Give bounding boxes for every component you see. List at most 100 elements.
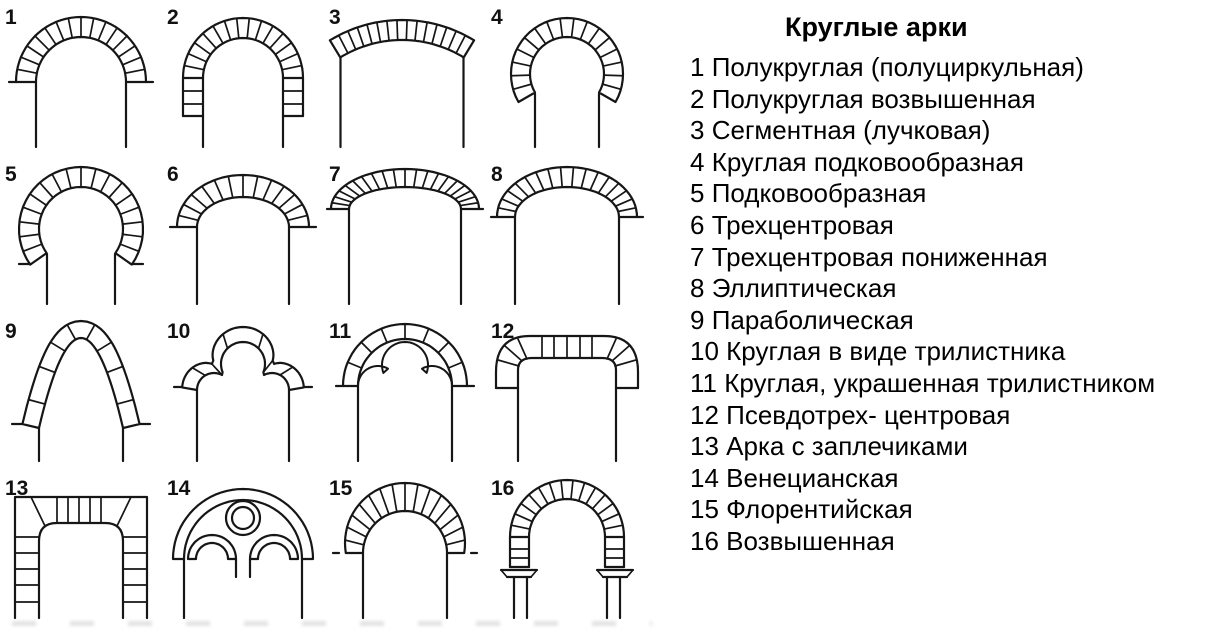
arch-number: 3	[329, 6, 341, 29]
arch-cell: 16	[486, 471, 648, 628]
arch-drawing	[17, 165, 145, 306]
arch-drawing	[10, 319, 152, 463]
arch-number: 8	[491, 163, 503, 186]
arch-number: 11	[329, 320, 352, 343]
legend-panel: Круглые арки 1 Полукруглая (полуциркульн…	[690, 12, 1204, 558]
arch-cell: 7	[324, 157, 486, 314]
arch-cell: 12	[486, 314, 648, 471]
legend-item-label: Круглая, украшенная трилистником	[724, 367, 1156, 398]
legend-item-number: 8	[690, 273, 705, 304]
arch-cell: 6	[162, 157, 324, 314]
legend-item-label: Полукруглая (полуциркульная)	[711, 52, 1084, 82]
legend-item: 8 Эллиптическая	[690, 273, 1204, 305]
arch-drawing	[509, 16, 625, 149]
arch-drawing	[331, 481, 479, 620]
legend-list: 1 Полукруглая (полуциркульная) 2 Полукру…	[690, 52, 1204, 558]
arch-number: 12	[491, 320, 515, 343]
legend-item: 16 Возвышенная	[690, 526, 1204, 558]
arch-number: 14	[167, 477, 191, 500]
legend-item-label: Эллиптическая	[711, 273, 897, 304]
arch-drawing	[13, 495, 149, 620]
legend-item-number: 2	[690, 83, 705, 114]
legend-item-number: 7	[690, 241, 705, 272]
legend-item: 7 Трехцентровая пониженная	[690, 242, 1204, 274]
legend-item-number: 4	[690, 146, 705, 177]
legend-item-label: Полукруглая возвышенная	[711, 83, 1036, 114]
arch-number: 13	[5, 477, 29, 500]
arch-drawing	[499, 478, 635, 620]
legend-item-label: Круглая в виде трилистника	[726, 336, 1066, 367]
arch-number: 10	[167, 320, 191, 343]
arch-cell: 14	[162, 471, 324, 628]
arch-number: 6	[167, 163, 179, 186]
legend-title: Круглые арки	[785, 12, 968, 42]
arch-number: 7	[329, 163, 341, 186]
legend-item-number: 9	[690, 304, 705, 335]
legend-item: 11 Круглая, украшенная трилистником	[690, 368, 1204, 400]
legend-item: 14 Венецианская	[690, 463, 1204, 495]
legend-item-number: 5	[690, 178, 705, 209]
legend-item-label: Параболическая	[711, 304, 914, 335]
arch-drawing	[334, 322, 476, 463]
arch-cell: 9	[0, 314, 162, 471]
arch-drawing	[171, 487, 315, 620]
arch-drawing	[181, 16, 305, 149]
legend-item-number: 16	[690, 525, 719, 556]
legend-item-number: 3	[690, 115, 705, 146]
arch-number: 5	[5, 163, 17, 186]
legend-item: 13 Арка с заплечиками	[690, 431, 1204, 463]
arch-drawing	[328, 18, 476, 149]
arch-drawing	[172, 325, 314, 463]
legend-item: 15 Флорентийская	[690, 494, 1204, 526]
legend-item-label: Круглая подковообразная	[711, 146, 1024, 177]
legend-item-number: 14	[690, 462, 719, 493]
arch-number: 2	[167, 6, 179, 29]
arch-cell: 10	[162, 314, 324, 471]
arch-cell: 4	[486, 0, 648, 157]
legend-item: 9 Параболическая	[690, 305, 1204, 337]
legend-item-label: Арка с заплечиками	[726, 431, 968, 462]
legend-item: 5 Подковообразная	[690, 178, 1204, 210]
arch-number: 4	[491, 6, 503, 29]
arch-cell: 1	[0, 0, 162, 157]
arch-drawing	[325, 167, 485, 306]
legend-item-number: 15	[690, 494, 719, 525]
legend-item: 3 Сегментная (лучковая)	[690, 115, 1204, 147]
arch-drawing	[7, 15, 155, 149]
arch-number: 16	[491, 477, 515, 500]
legend-item-number: 11	[690, 367, 717, 398]
legend-item-number: 13	[690, 431, 719, 462]
arch-cell: 8	[486, 157, 648, 314]
arch-cell: 15	[324, 471, 486, 628]
arch-cell: 5	[0, 157, 162, 314]
arch-number: 1	[5, 6, 17, 29]
legend-item-number: 1	[690, 52, 705, 82]
legend-item: 6 Трехцентровая	[690, 210, 1204, 242]
legend-item-label: Флорентийская	[726, 494, 913, 525]
legend-item: 12 Псевдотрех- центровая	[690, 400, 1204, 432]
legend-item-label: Псевдотрех- центровая	[726, 399, 1011, 430]
arch-number: 15	[329, 477, 353, 500]
legend-item: 4 Круглая подковообразная	[690, 147, 1204, 179]
legend-item-label: Сегментная (лучковая)	[711, 115, 991, 146]
arch-grid: 1 2 3 4 5 6 7 8 9 10 11	[0, 0, 648, 628]
legend-item-number: 12	[690, 399, 719, 430]
legend-item: 2 Полукруглая возвышенная	[690, 84, 1204, 116]
legend-item-label: Подковообразная	[711, 178, 927, 209]
legend-item: 1 Полукруглая (полуциркульная)	[690, 52, 1204, 84]
legend-item-label: Трехцентровая пониженная	[711, 241, 1048, 272]
arch-drawing	[494, 334, 640, 463]
arch-cell: 3	[324, 0, 486, 157]
legend-item-number: 10	[690, 336, 719, 367]
arch-cell: 11	[324, 314, 486, 471]
legend-item-label: Трехцентровая	[711, 209, 894, 240]
arch-drawing	[168, 173, 318, 306]
arch-cell: 13	[0, 471, 162, 628]
arch-drawing	[489, 165, 645, 306]
scan-artifact	[12, 621, 652, 626]
legend-item: 10 Круглая в виде трилистника	[690, 336, 1204, 368]
arch-number: 9	[5, 320, 17, 343]
arch-cell: 2	[162, 0, 324, 157]
legend-item-number: 6	[690, 209, 705, 240]
